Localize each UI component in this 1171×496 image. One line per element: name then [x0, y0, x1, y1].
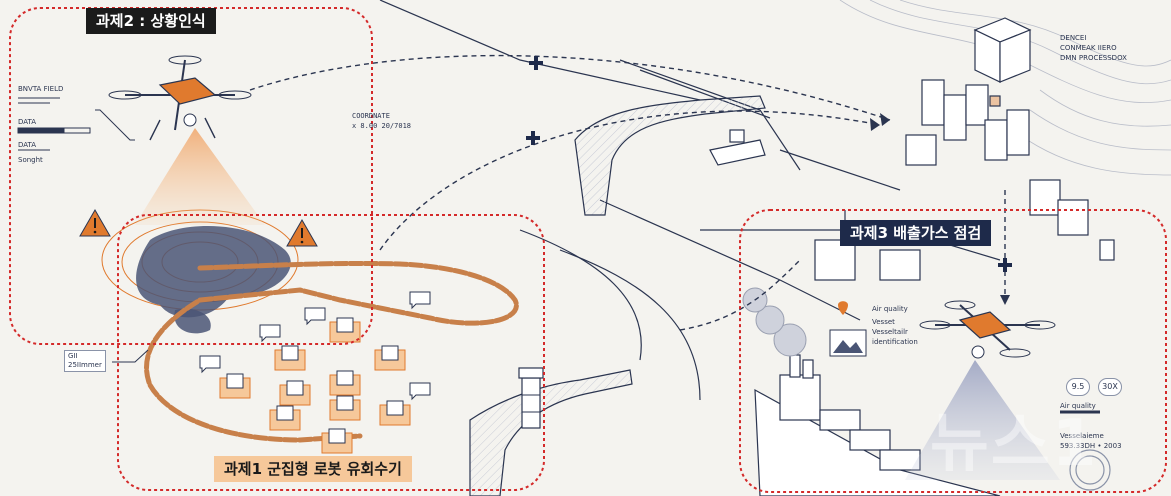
data-center: [905, 17, 1089, 236]
drone-panel-bars: [17, 97, 135, 151]
vessel-panel-label-3: Vesseltailr: [872, 328, 908, 336]
task3-region: [739, 209, 1167, 493]
recovery-robot: [374, 345, 406, 371]
robot-swarm: [219, 317, 411, 454]
drone-panel-label-3: DATA: [18, 141, 37, 149]
tug-boat: [709, 129, 766, 166]
warning-icon: [79, 208, 111, 237]
boom-tag-line-2: 25IImmer: [68, 361, 102, 369]
gauge-vessel-value: 593.33DH • 2003: [1060, 442, 1122, 450]
drone-panel-label-4: Songht: [18, 156, 43, 164]
processing-label-1: DENCEI: [1060, 34, 1087, 42]
news-watermark: 뉴스1: [930, 407, 1099, 481]
boom-tag-line-1: GII: [68, 352, 78, 360]
vessel-panel-label-2: Vesset: [872, 318, 895, 326]
coordinate-label: COORDNATE: [352, 112, 390, 120]
task1-region: [117, 214, 545, 491]
gauge-vessel-label: Vesselaieme: [1060, 432, 1104, 440]
recovery-robot: [329, 370, 361, 396]
plus-icon: [526, 56, 1012, 272]
drone-panel-label-1: BNVTA FIELD: [18, 85, 64, 93]
exhaust-smoke: [742, 287, 807, 357]
location-pin-icon: [829, 301, 867, 357]
vessel-panel-label-4: identification: [872, 338, 918, 346]
coordinate-value: x 8.00 20/7018: [352, 122, 412, 130]
boom-tag: GII 25IImmer: [64, 350, 106, 372]
gauge-rings: [1060, 410, 1111, 491]
task1-title: 과제1 군집형 로봇 유회수기: [214, 456, 412, 482]
data-link-arrows: [249, 54, 1006, 331]
recovery-robot: [279, 380, 311, 406]
breakwater-north: [574, 95, 766, 216]
chat-bubble-icon: [199, 291, 431, 401]
gauge-value-b: 30X: [1098, 378, 1122, 396]
warning-icon: [286, 218, 318, 247]
recovery-robot: [329, 395, 361, 421]
recovery-robot: [379, 400, 411, 426]
lighthouse: [518, 367, 544, 429]
oil-spill-area: [101, 209, 299, 334]
task3-title: 과제3 배출가스 점검: [840, 220, 992, 246]
inspection-drone: [919, 300, 1056, 359]
gauge-value-a: 9.5: [1066, 378, 1090, 396]
recovery-robot: [329, 317, 361, 343]
processing-label-2: CONMEAK IIERO: [1060, 44, 1117, 52]
recovery-robot: [219, 373, 251, 399]
processing-label-3: DMN PROCESSDOX: [1060, 54, 1127, 62]
surveillance-drone: [108, 55, 252, 141]
breakwater-south: [469, 369, 633, 496]
boom-tag-connector: [112, 349, 149, 363]
recovery-robot: [269, 405, 301, 431]
gauge-air-label: Air quality: [1060, 402, 1096, 410]
recovery-robot: [274, 345, 306, 371]
situation-scan-beam: [135, 128, 265, 225]
oil-containment-boom: [144, 260, 519, 443]
task2-title: 과제2 : 상황인식: [86, 8, 216, 34]
arrow-head: [870, 113, 1010, 305]
drone-panel-label-2: DATA: [18, 118, 37, 126]
vessel-panel-label-1: Air quality: [872, 305, 908, 313]
recovery-robot: [321, 428, 353, 454]
emission-scan-beam: [905, 360, 1060, 480]
